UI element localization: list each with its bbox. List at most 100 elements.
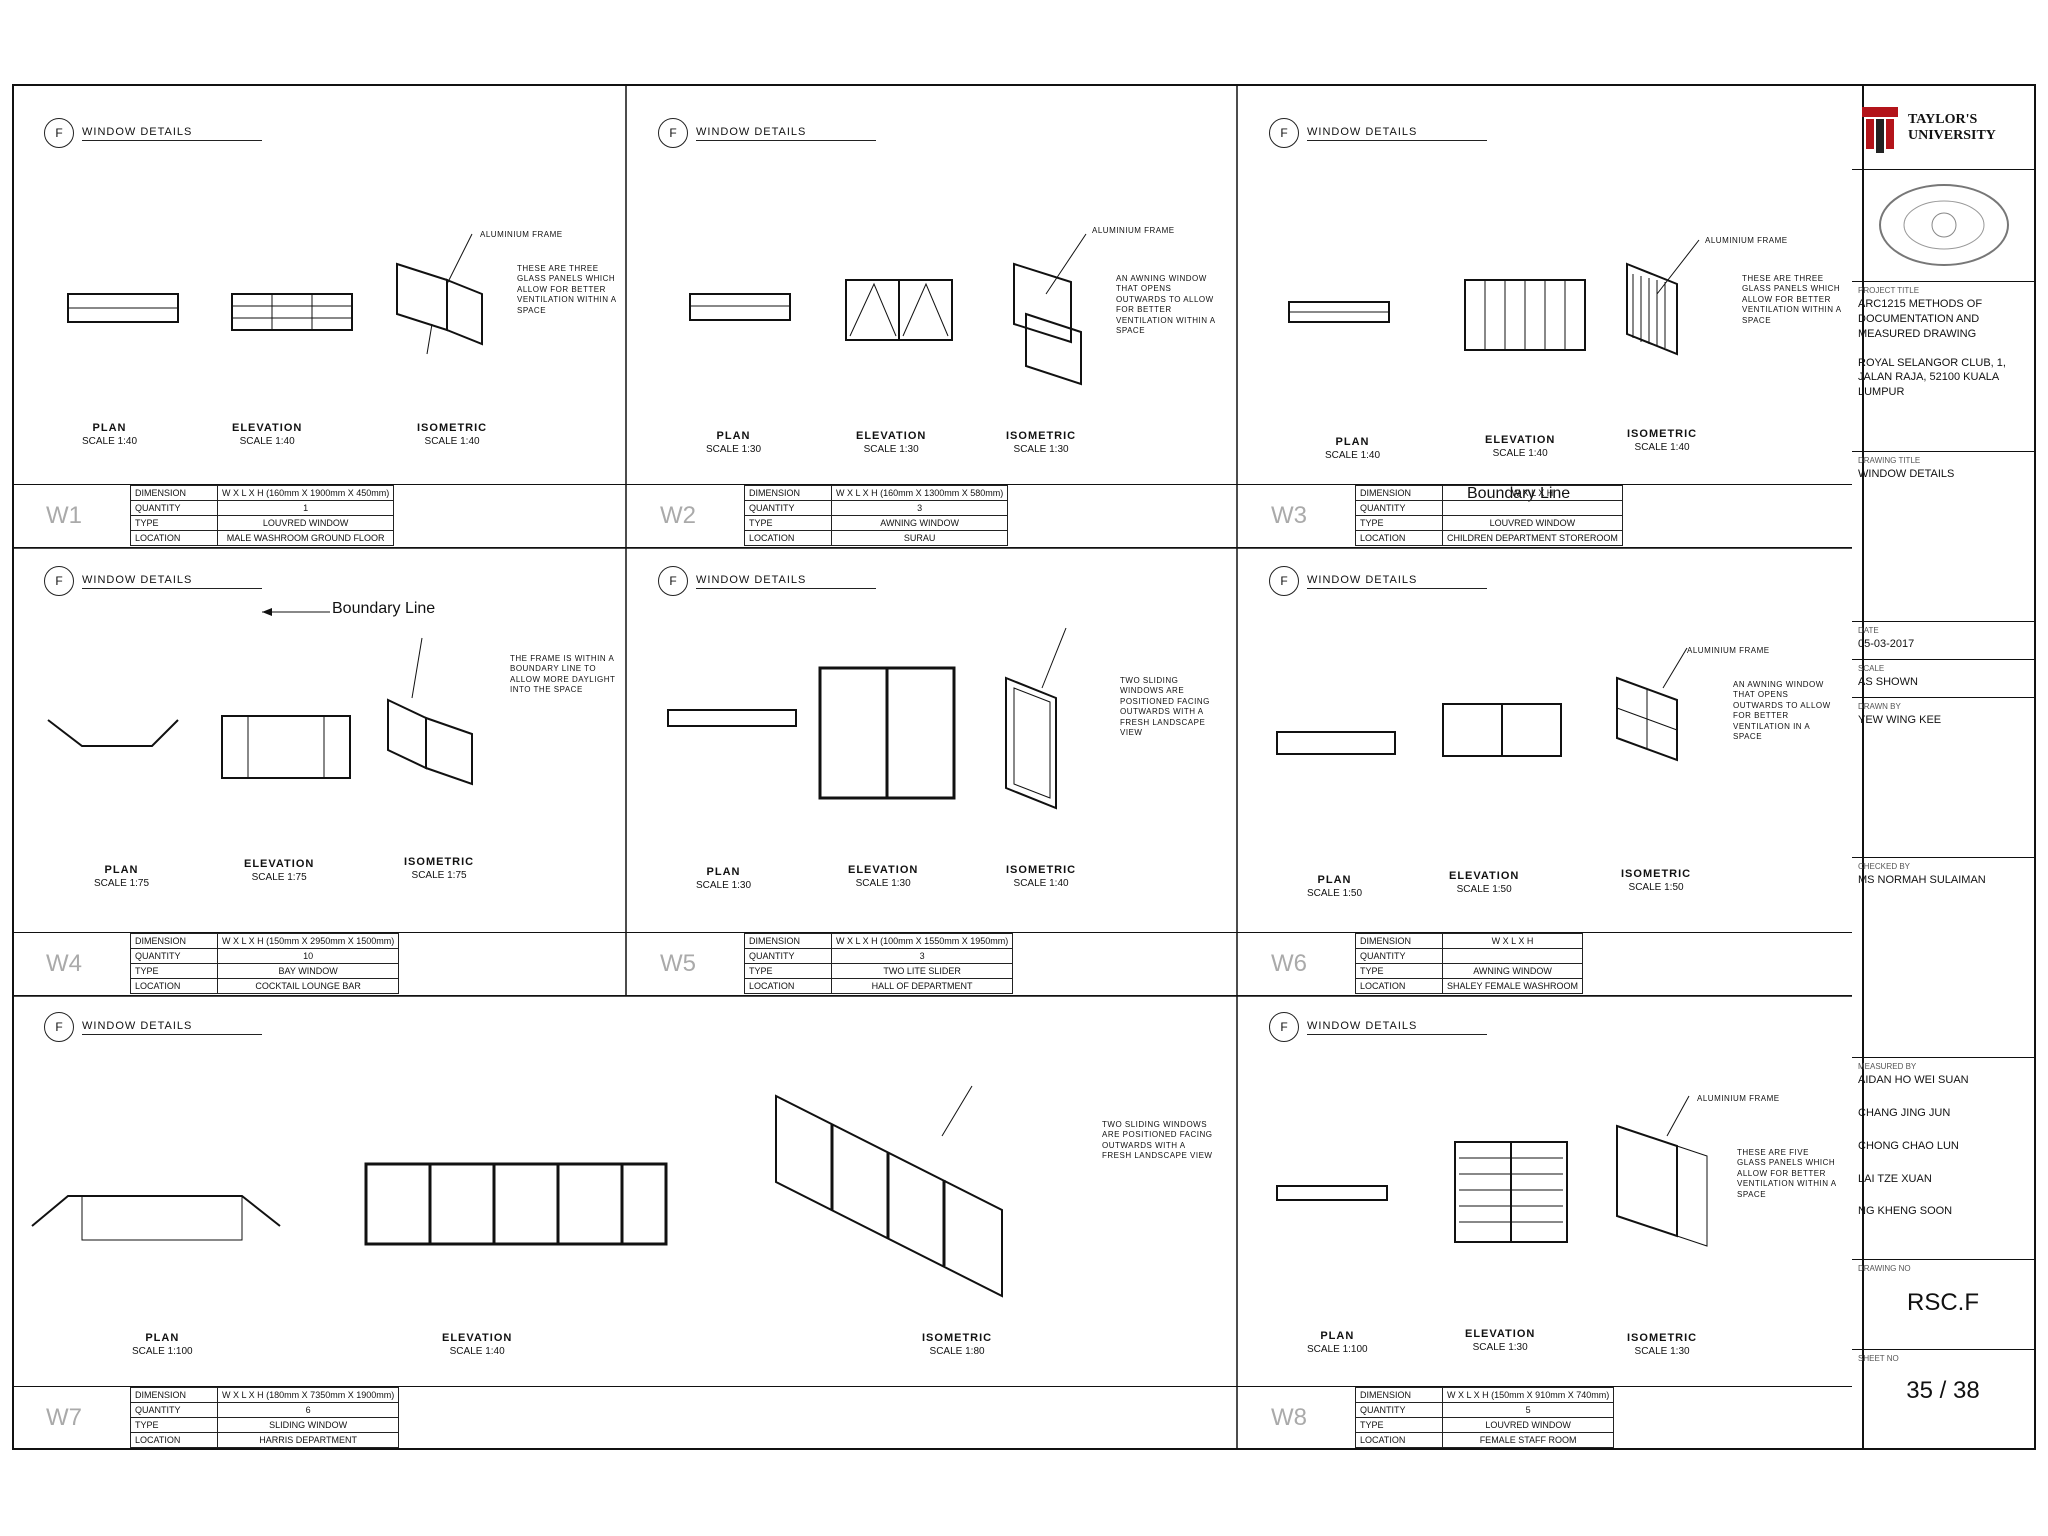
- university-logo-icon: [1862, 106, 1898, 153]
- scale-cell: SCALE AS SHOWN: [1852, 660, 2034, 698]
- title-block: TAYLOR'S UNIVERSITY PROJECT TITLE ARC121…: [1852, 84, 2036, 1450]
- sheet-no-value: 35 / 38: [1906, 1377, 1980, 1404]
- w5-drawings: [667, 627, 1067, 810]
- date-cell: DATE 05-03-2017: [1852, 622, 2034, 660]
- checked-by-value: MS NORMAH SULAIMAN: [1858, 874, 1986, 886]
- drawing-title: WINDOW DETAILS: [1858, 468, 1955, 480]
- project-title: ARC1215 METHODS OF DOCUMENTATION AND MEA…: [1858, 298, 1983, 340]
- boundary-line-label: Boundary Line: [332, 600, 436, 617]
- frame-label: ALUMINIUM FRAME: [1705, 236, 1788, 245]
- window-note: THE FRAME IS WITHIN A BOUNDARY LINE TO A…: [510, 654, 616, 695]
- measured-by-name: CHANG JING JUN: [1858, 1106, 1951, 1119]
- dimension-value: W X L X H (160mm X 1900mm X 450mm): [216, 485, 395, 501]
- measured-by-name: LAI TZE XUAN: [1858, 1172, 1932, 1185]
- measured-by-name: CHONG CHAO LUN: [1858, 1139, 1959, 1152]
- quantity-value: 1: [216, 500, 395, 516]
- location-value: MALE WASHROOM GROUND FLOOR: [216, 530, 395, 546]
- sheet-no-cell: SHEET NO 35 / 38: [1852, 1350, 2034, 1448]
- window-note: TWO SLIDING WINDOWS ARE POSITIONED FACIN…: [1120, 676, 1210, 737]
- drawn-by-cell: DRAWN BY YEW WING KEE: [1852, 698, 2034, 858]
- date-value: 05-03-2017: [1858, 638, 1915, 650]
- crest-cell: [1852, 170, 2034, 282]
- drawn-by-value: YEW WING KEE: [1858, 714, 1942, 726]
- w4-drawings: [47, 608, 473, 786]
- measured-by-name: AIDAN HO WEI SUAN: [1858, 1074, 1969, 1086]
- w2-drawings: [689, 233, 1087, 386]
- measured-by-cell: MEASURED BY AIDAN HO WEI SUAN CHANG JING…: [1852, 1058, 2034, 1260]
- project-title-cell: PROJECT TITLE ARC1215 METHODS OF DOCUMEN…: [1852, 282, 2034, 452]
- club-crest-icon: [1879, 184, 2009, 266]
- window-note: AN AWNING WINDOW THAT OPENS OUTWARDS TO …: [1733, 680, 1831, 741]
- university-name: TAYLOR'S UNIVERSITY: [1908, 112, 1996, 143]
- window-note: THESE ARE FIVE GLASS PANELS WHICH ALLOW …: [1737, 1148, 1837, 1199]
- w6-drawings: [1276, 647, 1688, 762]
- window-note: THESE ARE THREE GLASS PANELS WHICH ALLOW…: [1742, 274, 1842, 325]
- drawing-no-cell: DRAWING NO RSC.F: [1852, 1260, 2034, 1350]
- w3-drawings: [1288, 239, 1700, 356]
- measured-by-name: NG KHENG SOON: [1858, 1205, 1953, 1218]
- frame-label: ALUMINIUM FRAME: [480, 230, 563, 239]
- drawing-no-value: RSC.F: [1907, 1289, 1979, 1316]
- type-value: LOUVRED WINDOW: [216, 515, 395, 531]
- scale-value: AS SHOWN: [1858, 676, 1918, 688]
- logo-cell: TAYLOR'S UNIVERSITY: [1852, 86, 2034, 170]
- w8-drawings: [1276, 1095, 1708, 1247]
- window-note: THESE ARE THREE GLASS PANELS WHICH ALLOW…: [517, 264, 617, 315]
- w7-drawings: [31, 1085, 1003, 1298]
- project-address: ROYAL SELANGOR CLUB, 1, JALAN RAJA, 5210…: [1858, 356, 2006, 399]
- header-title: WINDOW DETAILS: [82, 126, 263, 141]
- window-note: AN AWNING WINDOW THAT OPENS OUTWARDS TO …: [1116, 274, 1216, 335]
- drawing-title-cell: DRAWING TITLE WINDOW DETAILS: [1852, 452, 2034, 622]
- checked-by-cell: CHECKED BY MS NORMAH SULAIMAN: [1852, 858, 2034, 1058]
- frame-label: ALUMINIUM FRAME: [1687, 646, 1770, 655]
- window-note: TWO SLIDING WINDOWS ARE POSITIONED FACIN…: [1102, 1120, 1213, 1161]
- frame-label: ALUMINIUM FRAME: [1697, 1094, 1780, 1103]
- w1-drawings: [67, 233, 483, 355]
